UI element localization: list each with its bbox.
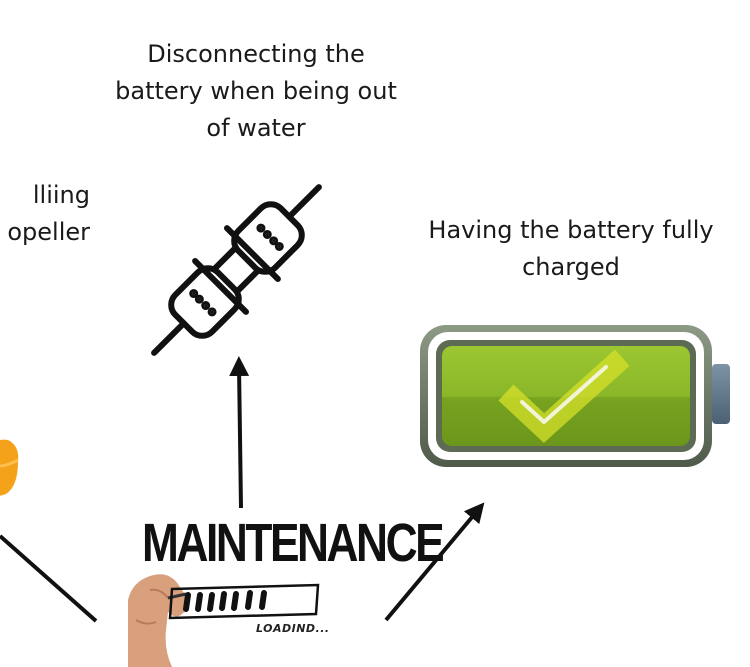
loading-label: LOADIND... <box>256 622 330 635</box>
label-line: Having the battery fully <box>428 216 714 244</box>
label-line: of water <box>206 114 306 142</box>
label-line: lliing <box>32 181 90 209</box>
node-label-propeller: lliing opeller <box>0 177 90 251</box>
label-line: charged <box>522 253 620 281</box>
arrow-to-charged <box>384 502 485 622</box>
node-label-disconnect: Disconnecting the battery when being out… <box>100 36 412 147</box>
propeller-icon <box>0 439 19 496</box>
label-line: Disconnecting the <box>147 40 365 68</box>
arrow-to-disconnect <box>229 356 250 509</box>
label-line: battery when being out <box>115 77 397 105</box>
loading-bar <box>168 583 320 620</box>
label-line: opeller <box>7 218 90 246</box>
central-title: MAINTENANCE <box>142 513 445 573</box>
node-label-charged: Having the battery fully charged <box>415 212 727 286</box>
plug-disconnect-icon <box>151 184 322 356</box>
battery-check-icon <box>420 325 730 467</box>
arrow-to-propeller <box>0 534 98 623</box>
